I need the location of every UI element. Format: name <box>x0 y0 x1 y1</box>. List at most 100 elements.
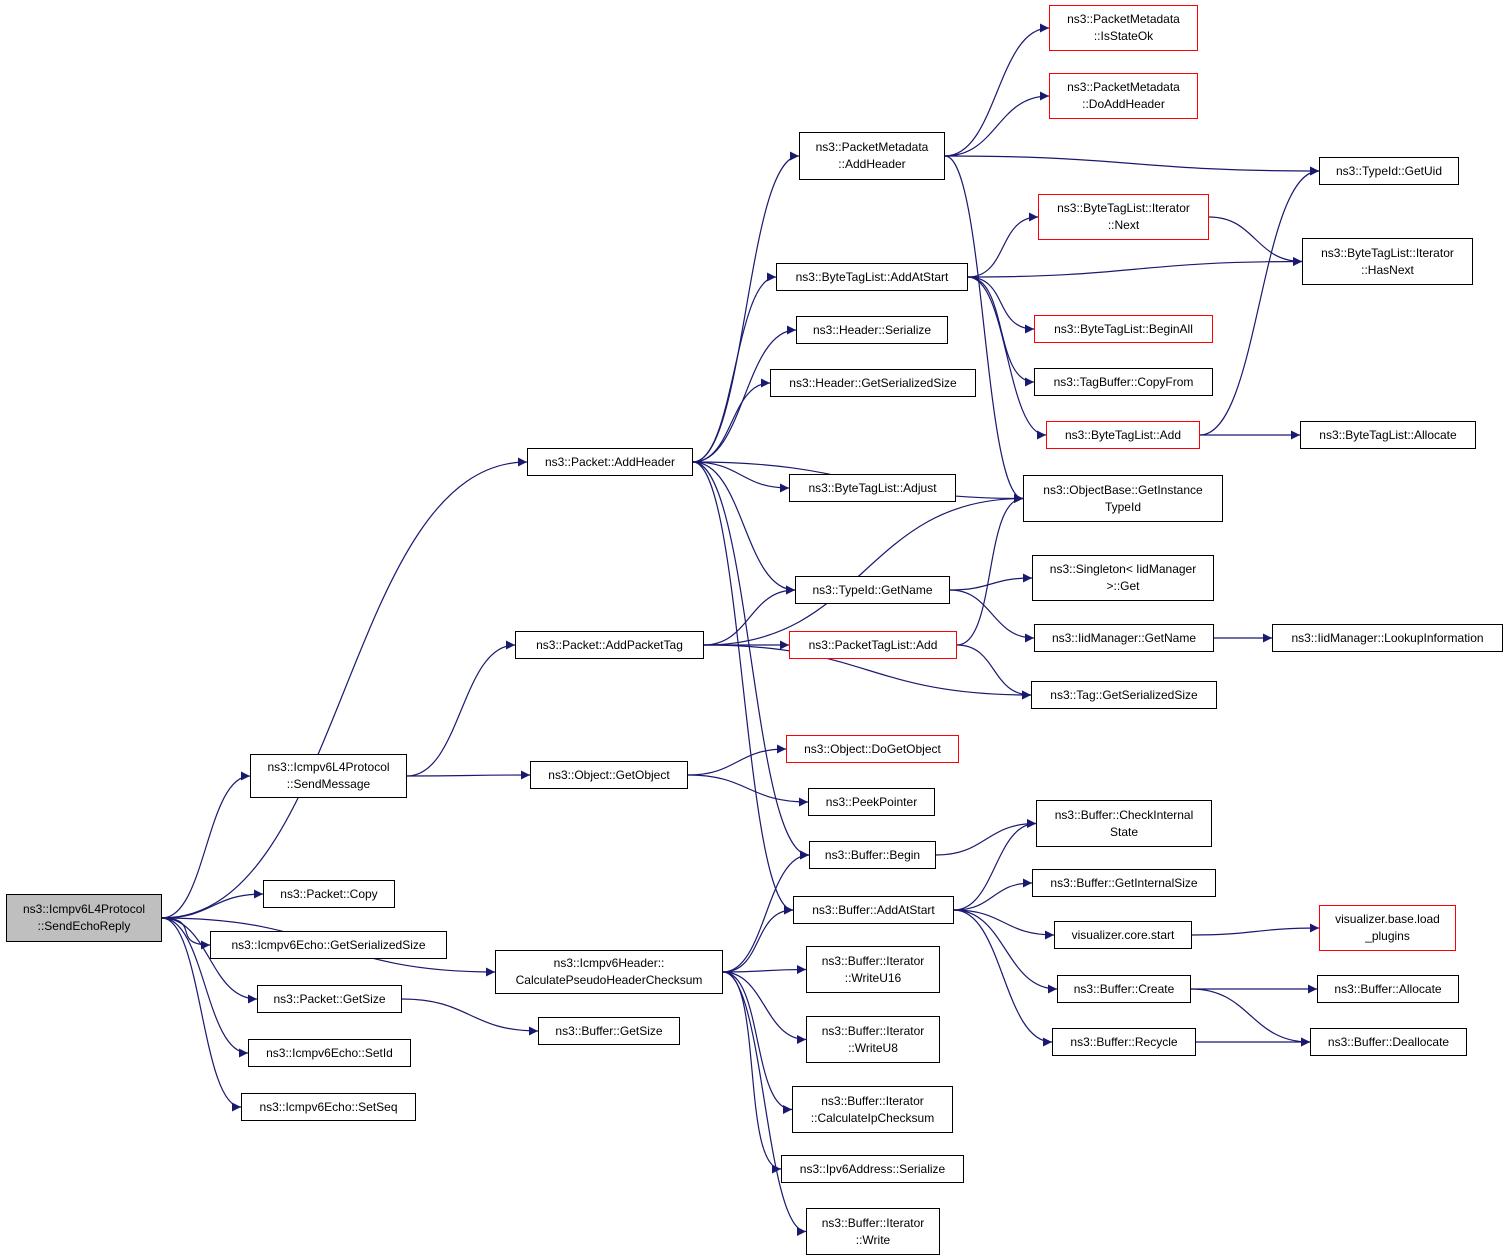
node-pmisok[interactable]: ns3::PacketMetadata ::IsStateOk <box>1049 5 1198 51</box>
edge-root-to-pcopy <box>161 889 264 919</box>
edge-tidgetname-to-iidgetname <box>949 589 1035 643</box>
edge-baddatstart-to-viscore <box>953 909 1055 940</box>
edge-calcpseudo-to-calcip <box>722 971 793 1114</box>
edge-paddhdr-to-btladjust <box>692 461 790 493</box>
node-bwrite[interactable]: ns3::Buffer::Iterator ::Write <box>806 1208 940 1255</box>
node-setseq[interactable]: ns3::Icmpv6Echo::SetSeq <box>241 1093 416 1121</box>
node-ipv6ser[interactable]: ns3::Ipv6Address::Serialize <box>781 1155 964 1183</box>
node-tidgetuid[interactable]: ns3::TypeId::GetUid <box>1319 157 1459 185</box>
edge-calcpseudo-to-wu8 <box>722 971 807 1044</box>
edge-root-to-sendmsg <box>161 771 251 919</box>
node-btlitnext[interactable]: ns3::ByteTagList::Iterator ::Next <box>1038 194 1209 240</box>
node-hdrser[interactable]: ns3::Header::Serialize <box>796 316 948 344</box>
node-bgetintsz[interactable]: ns3::Buffer::GetInternalSize <box>1032 869 1216 897</box>
edge-calcpseudo-to-baddatstart <box>722 905 794 973</box>
edge-calcpseudo-to-bbegin <box>722 850 810 973</box>
node-sendmsg[interactable]: ns3::Icmpv6L4Protocol ::SendMessage <box>250 754 407 798</box>
node-brecycle[interactable]: ns3::Buffer::Recycle <box>1052 1028 1196 1056</box>
node-iidlookup[interactable]: ns3::IidManager::LookupInformation <box>1272 624 1503 652</box>
edge-root-to-setseq <box>161 917 242 1112</box>
node-pmaddhdr[interactable]: ns3::PacketMetadata ::AddHeader <box>799 132 945 180</box>
edge-btladdatstart-to-btlitnext <box>967 212 1039 278</box>
node-baddatstart[interactable]: ns3::Buffer::AddAtStart <box>793 896 954 924</box>
edge-calcpseudo-to-wu16 <box>722 965 807 975</box>
node-btladd[interactable]: ns3::ByteTagList::Add <box>1046 421 1200 449</box>
edge-baddatstart-to-bcheckint <box>953 819 1037 911</box>
edge-pgetsize-to-bgetsize <box>401 998 539 1036</box>
edge-btladd-to-tidgetuid <box>1199 166 1320 436</box>
edge-pmaddhdr-to-tidgetuid <box>944 155 1320 176</box>
node-paddtag[interactable]: ns3::Packet::AddPacketTag <box>515 631 704 659</box>
node-wu8[interactable]: ns3::Buffer::Iterator ::WriteU8 <box>806 1016 940 1063</box>
edge-baddatstart-to-bcreate <box>953 909 1058 994</box>
node-setid[interactable]: ns3::Icmpv6Echo::SetId <box>248 1039 411 1067</box>
edge-baddatstart-to-bgetintsz <box>953 878 1033 911</box>
edge-paddhdr-to-btladdatstart <box>692 272 777 463</box>
node-calcip[interactable]: ns3::Buffer::Iterator ::CalculateIpCheck… <box>792 1086 953 1133</box>
edge-btlitnext-to-btlithasnext <box>1208 216 1303 266</box>
edge-pmaddhdr-to-pmdoadd <box>944 91 1050 157</box>
node-wu16[interactable]: ns3::Buffer::Iterator ::WriteU16 <box>806 946 940 993</box>
edge-root-to-pgetsize <box>161 917 258 1004</box>
edge-paddtag-to-taggetsz <box>703 644 1032 700</box>
edge-ptladd-to-taggetsz <box>956 644 1032 700</box>
edge-bcreate-to-bdealloc <box>1190 988 1311 1047</box>
node-paddhdr[interactable]: ns3::Packet::AddHeader <box>527 448 693 476</box>
node-viscore[interactable]: visualizer.core.start <box>1054 921 1192 949</box>
node-bcreate[interactable]: ns3::Buffer::Create <box>1057 975 1191 1003</box>
node-tidgetname[interactable]: ns3::TypeId::GetName <box>795 576 950 604</box>
node-ptladd[interactable]: ns3::PacketTagList::Add <box>789 631 957 659</box>
edge-pmaddhdr-to-obgetinst <box>944 155 1024 503</box>
node-btladdatstart[interactable]: ns3::ByteTagList::AddAtStart <box>776 263 968 291</box>
edge-sendmsg-to-objget <box>406 770 531 780</box>
node-iidgetname[interactable]: ns3::IidManager::GetName <box>1034 624 1214 652</box>
edge-btladdatstart-to-btladd <box>967 276 1047 440</box>
node-root: ns3::Icmpv6L4Protocol ::SendEchoReply <box>6 894 162 942</box>
node-visload[interactable]: visualizer.base.load _plugins <box>1319 905 1456 951</box>
edge-paddhdr-to-tidgetname <box>692 461 796 595</box>
edge-pmaddhdr-to-pmisok <box>944 23 1050 157</box>
edge-paddhdr-to-bbegin <box>692 461 810 860</box>
node-pgetsize[interactable]: ns3::Packet::GetSize <box>257 985 402 1013</box>
node-pcopy[interactable]: ns3::Packet::Copy <box>263 880 395 908</box>
edge-objget-to-objdoget <box>687 744 787 776</box>
node-tbcopyfrom[interactable]: ns3::TagBuffer::CopyFrom <box>1034 368 1213 396</box>
node-calcpseudo[interactable]: ns3::Icmpv6Header:: CalculatePseudoHeade… <box>495 950 723 994</box>
node-btlithasnext[interactable]: ns3::ByteTagList::Iterator ::HasNext <box>1302 238 1473 285</box>
node-btladjust[interactable]: ns3::ByteTagList::Adjust <box>789 474 956 502</box>
edge-baddatstart-to-brecycle <box>953 909 1053 1047</box>
edge-paddhdr-to-hdrgetsz <box>692 378 771 463</box>
node-singleton[interactable]: ns3::Singleton< IidManager >::Get <box>1032 555 1214 601</box>
node-taggetsz[interactable]: ns3::Tag::GetSerializedSize <box>1031 681 1217 709</box>
node-peekptr[interactable]: ns3::PeekPointer <box>808 788 935 816</box>
edge-tidgetname-to-singleton <box>949 573 1033 591</box>
node-hdrgetsz[interactable]: ns3::Header::GetSerializedSize <box>770 369 976 397</box>
edge-paddhdr-to-baddatstart <box>692 461 794 915</box>
edge-root-to-paddhdr <box>161 457 528 919</box>
node-bdealloc[interactable]: ns3::Buffer::Deallocate <box>1310 1028 1467 1056</box>
node-objdoget[interactable]: ns3::Object::DoGetObject <box>786 735 959 763</box>
edge-ptladd-to-obgetinst <box>956 494 1024 646</box>
node-bgetsize[interactable]: ns3::Buffer::GetSize <box>538 1017 680 1045</box>
edge-calcpseudo-to-bwrite <box>722 971 807 1236</box>
node-balloc[interactable]: ns3::Buffer::Allocate <box>1317 975 1459 1003</box>
edge-btladdatstart-to-btlithasnext <box>967 257 1303 278</box>
edge-sendmsg-to-paddtag <box>406 640 516 777</box>
node-echosersz[interactable]: ns3::Icmpv6Echo::GetSerializedSize <box>210 931 447 959</box>
node-objget[interactable]: ns3::Object::GetObject <box>530 761 688 789</box>
edge-root-to-setid <box>161 917 249 1058</box>
node-btlalloc[interactable]: ns3::ByteTagList::Allocate <box>1300 421 1476 449</box>
edge-bbegin-to-bcheckint <box>935 819 1037 856</box>
edge-btladdatstart-to-tbcopyfrom <box>967 276 1035 387</box>
node-obgetinst[interactable]: ns3::ObjectBase::GetInstance TypeId <box>1023 475 1223 522</box>
edge-btladdatstart-to-btlbeginall <box>967 276 1035 334</box>
node-bcheckint[interactable]: ns3::Buffer::CheckInternal State <box>1036 800 1212 847</box>
node-pmdoadd[interactable]: ns3::PacketMetadata ::DoAddHeader <box>1049 73 1198 119</box>
node-bbegin[interactable]: ns3::Buffer::Begin <box>809 841 936 869</box>
edge-objget-to-peekptr <box>687 774 809 807</box>
edge-paddtag-to-obgetinst <box>703 494 1024 646</box>
edge-paddtag-to-tidgetname <box>703 585 796 646</box>
node-btlbeginall[interactable]: ns3::ByteTagList::BeginAll <box>1034 315 1213 343</box>
